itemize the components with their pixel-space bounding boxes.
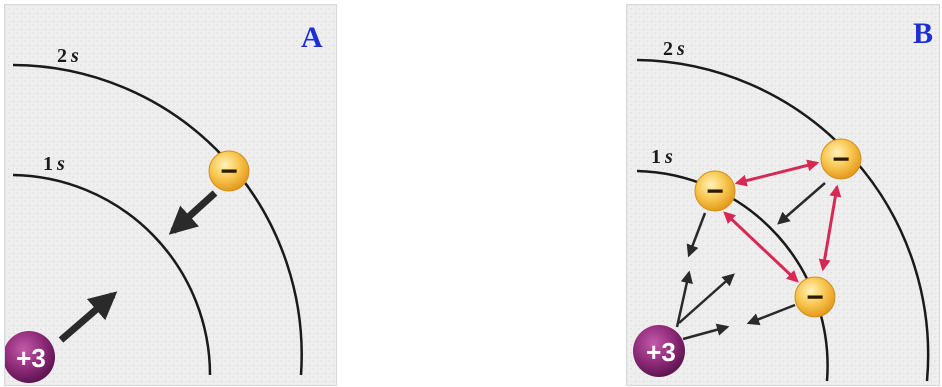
- electron-sign: −: [220, 155, 238, 188]
- electron: −: [209, 151, 249, 191]
- nucleus-charge: +3: [646, 337, 676, 367]
- electron: −: [821, 139, 861, 179]
- electron-sign: −: [706, 175, 724, 208]
- panel-label-b: B: [913, 17, 933, 50]
- nucleus-charge: +3: [16, 343, 46, 373]
- nucleus: +3: [5, 331, 55, 383]
- nucleus: +3: [633, 325, 685, 377]
- grid-background: [5, 5, 336, 385]
- electron-sign: −: [832, 143, 850, 176]
- electron-sign: −: [806, 281, 824, 314]
- panel-label-a: A: [301, 21, 323, 54]
- electron: −: [695, 171, 735, 211]
- electron: −: [795, 277, 835, 317]
